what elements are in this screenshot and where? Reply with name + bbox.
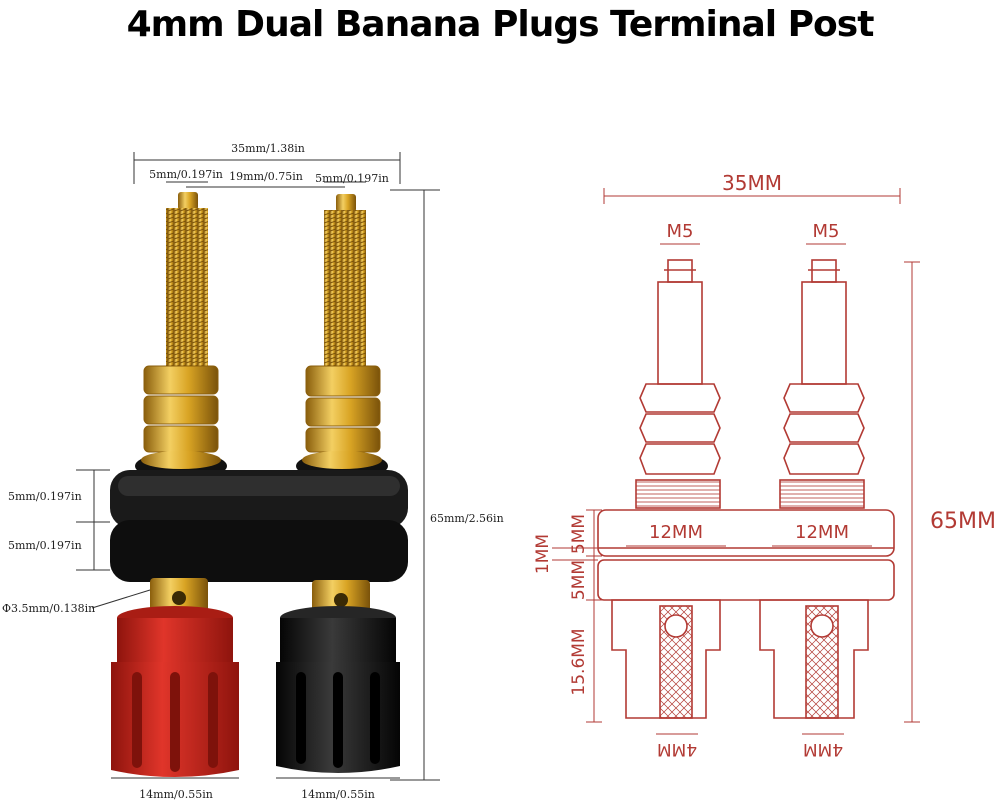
label-hole: Φ3.5mm/0.138in: [2, 602, 95, 615]
label-base-lower: 5MM: [569, 560, 589, 600]
drawing-dimension-lines: [552, 188, 920, 735]
drawing-labels: 35MM M5 M5 65MM 12MM 12MM 5MM 1MM 5MM 15…: [533, 171, 996, 759]
label-thread-left: M5: [667, 221, 694, 242]
page-title: 4mm Dual Banana Plugs Terminal Post: [126, 4, 875, 45]
label-stud-spacing: 19mm/0.75in: [229, 170, 303, 183]
base-block: [110, 470, 408, 582]
label-bottom-layer: 5mm/0.197in: [8, 539, 82, 552]
label-cap-height: 15.6MM: [569, 628, 589, 695]
product-illustration: [110, 192, 408, 777]
black-cap: [276, 606, 400, 773]
photo-dimension-lines: [76, 152, 440, 781]
label-gap: 1MM: [533, 534, 553, 574]
label-stud-left: 5mm/0.197in: [149, 168, 223, 181]
label-total-width: 35mm/1.38in: [231, 142, 305, 155]
label-cap-left: 14mm/0.55in: [139, 788, 213, 801]
label-stud-right: 5mm/0.197in: [315, 172, 389, 185]
label-plug-right: 4MM: [803, 739, 843, 759]
label-drawing-height: 65MM: [930, 509, 996, 534]
technical-drawing: [597, 259, 895, 719]
label-plug-left: 4MM: [657, 739, 697, 759]
label-cap-right: 14mm/0.55in: [301, 788, 375, 801]
label-thread-right: M5: [813, 221, 840, 242]
stud-right: [296, 194, 388, 480]
label-top-layer: 5mm/0.197in: [8, 490, 82, 503]
label-height: 65mm/2.56in: [430, 512, 504, 525]
label-base-width-right: 12MM: [795, 522, 849, 543]
red-cap: [111, 606, 239, 777]
label-base-upper: 5MM: [569, 514, 589, 554]
label-drawing-width: 35MM: [722, 171, 782, 195]
photo-labels: 35mm/1.38in 5mm/0.197in 19mm/0.75in 5mm/…: [2, 142, 504, 801]
label-base-width-left: 12MM: [649, 522, 703, 543]
stud-left: [135, 192, 227, 480]
